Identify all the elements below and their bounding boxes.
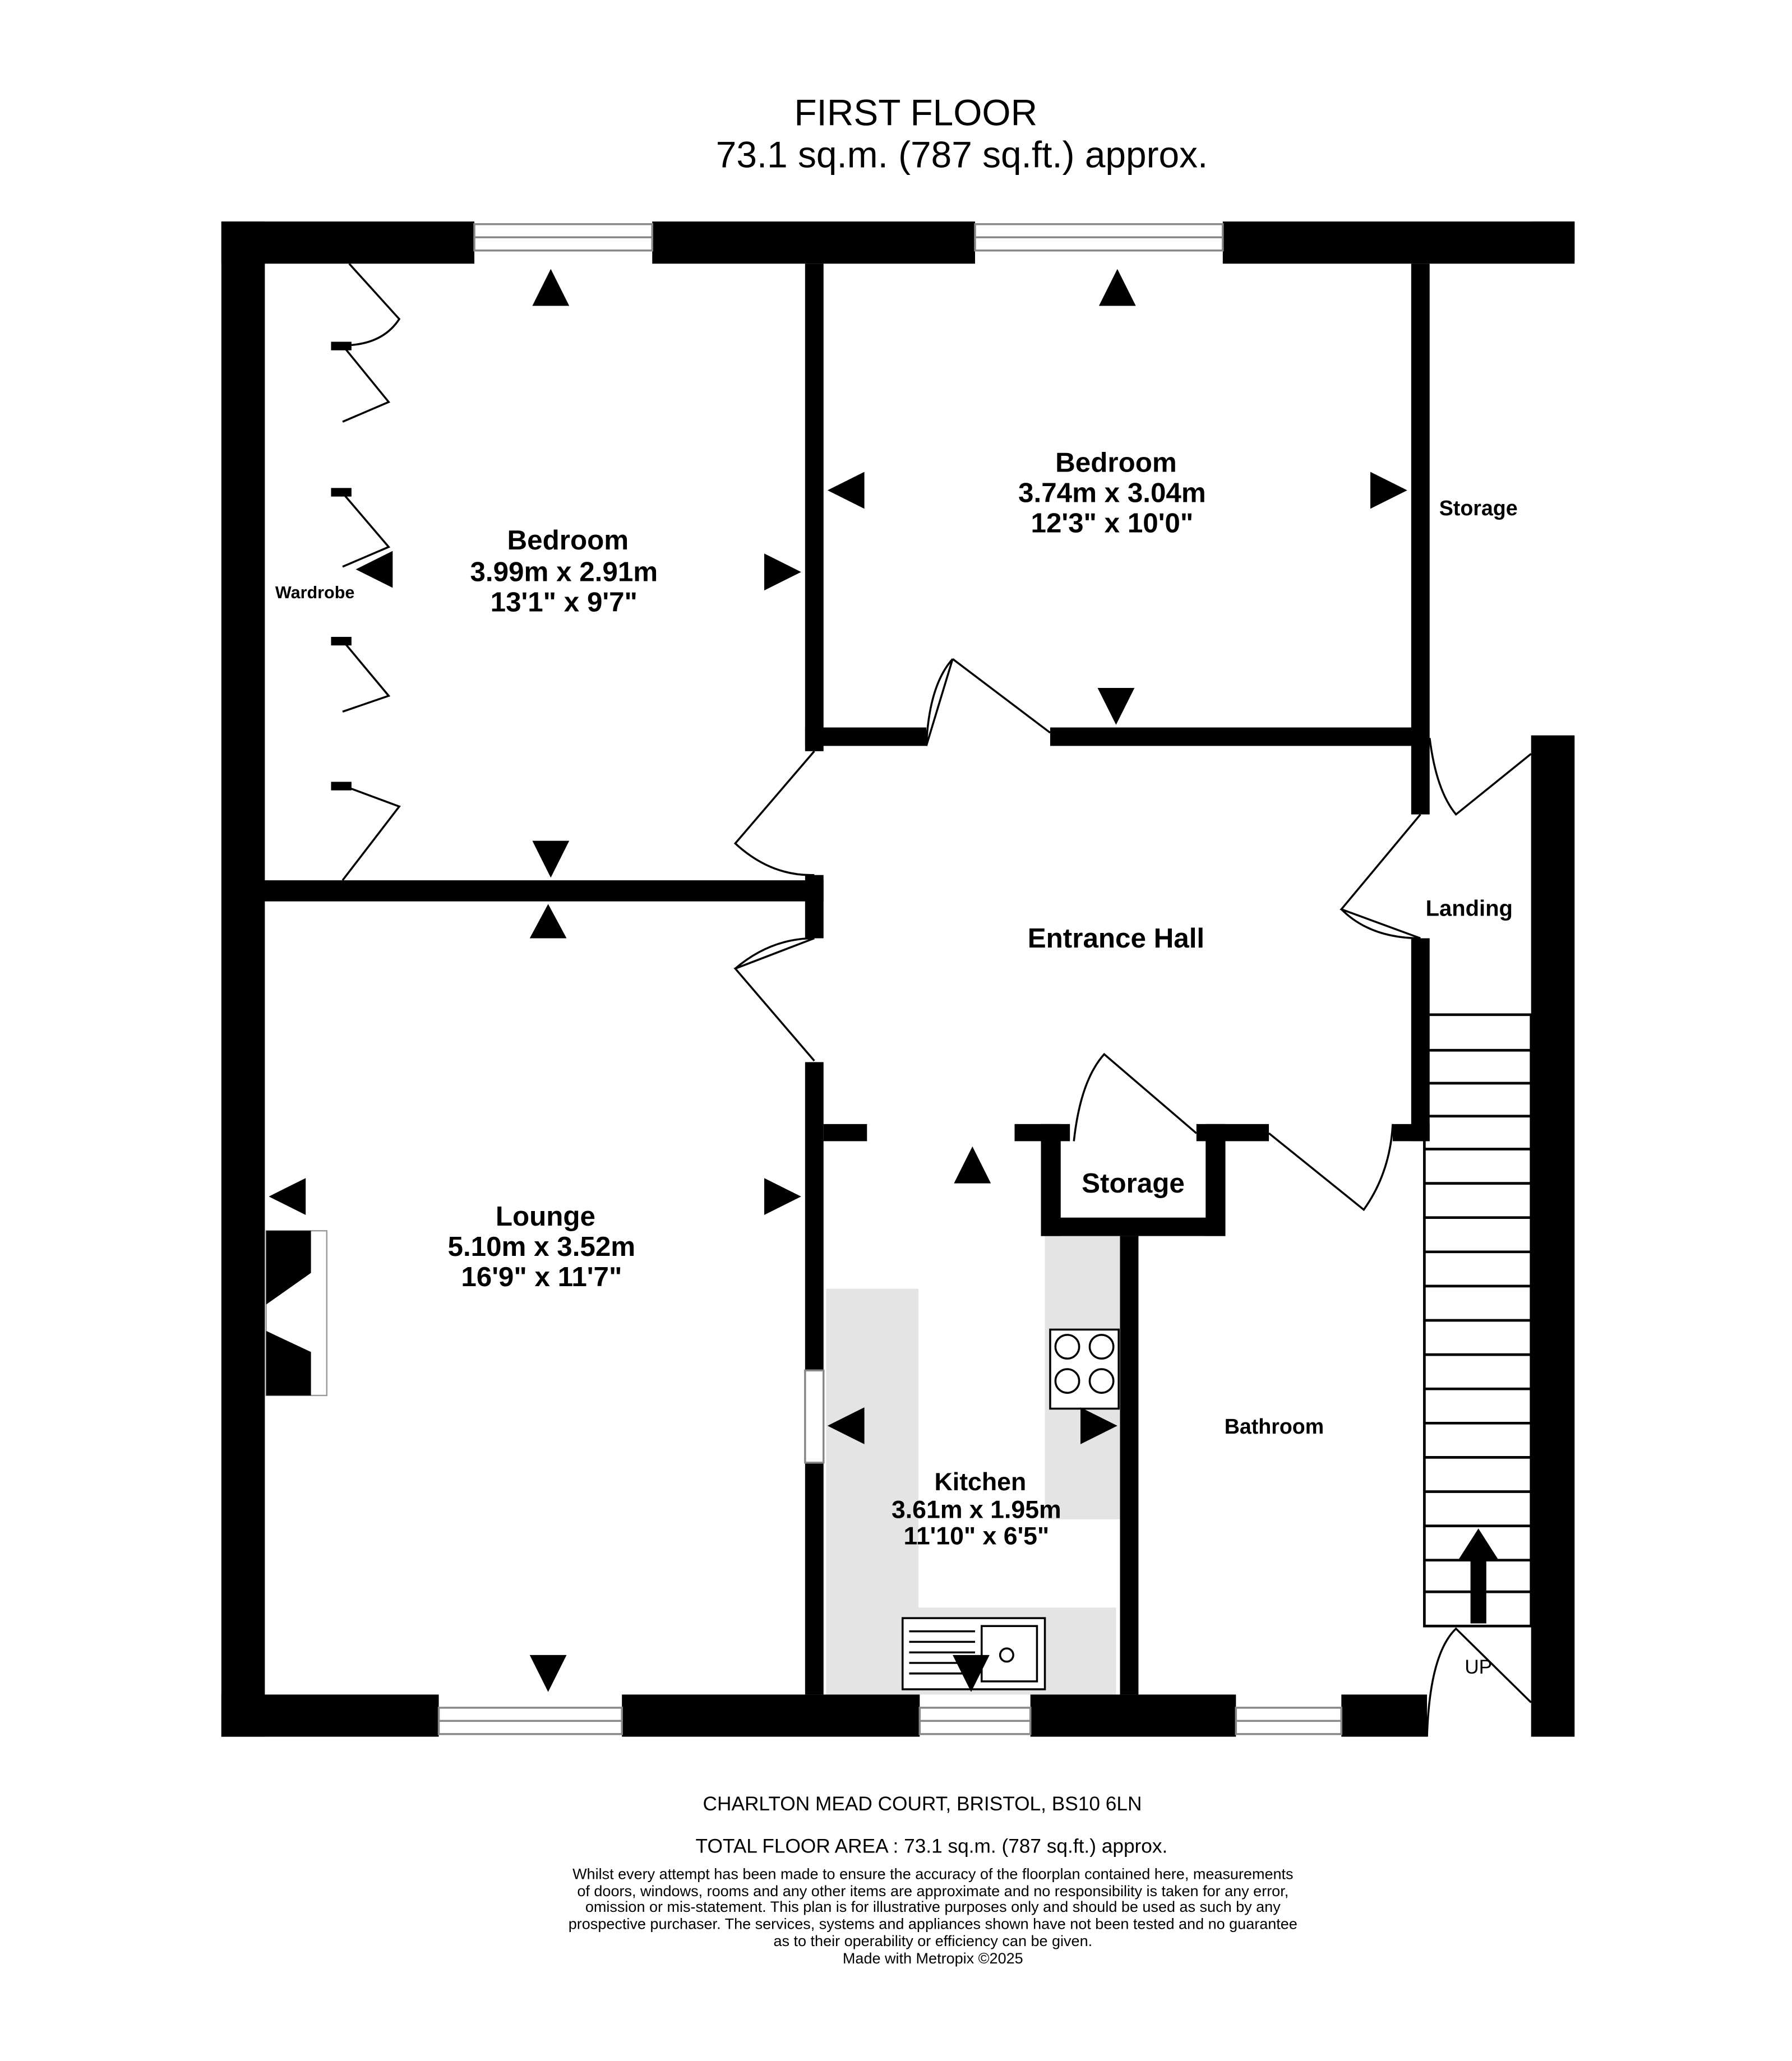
walls — [221, 221, 1575, 1737]
room-imperial: 13'1" x 9'7" — [491, 587, 638, 618]
room-metric: 3.61m x 1.95m — [892, 1496, 1061, 1524]
room-imperial: 12'3" x 10'0" — [1031, 508, 1194, 539]
room-kitchen: Kitchen 3.61m x 1.95m 11'10" x 6'5" — [892, 1468, 1061, 1550]
room-name: Bedroom — [1055, 447, 1177, 478]
label-storage-top: Storage — [1439, 496, 1518, 520]
footer-credit: Made with Metropix ©2025 — [843, 1950, 1023, 1967]
plan-area: 73.1 sq.m. (787 sq.ft.) approx. — [716, 134, 1208, 175]
footer-disclaimer: Whilst every attempt has been made to en… — [569, 1865, 1297, 1966]
windows — [437, 223, 1343, 1735]
room-name: Bedroom — [507, 525, 629, 556]
room-bedroom-2: Bedroom 3.74m x 3.04m 12'3" x 10'0" — [1018, 447, 1206, 539]
disclaimer-line: omission or mis-statement. This plan is … — [585, 1898, 1281, 1915]
fireplace — [265, 1230, 327, 1397]
disclaimer-line: Whilst every attempt has been made to en… — [572, 1865, 1293, 1882]
label-entrance-hall: Entrance Hall — [1028, 923, 1204, 954]
room-name: Kitchen — [935, 1468, 1027, 1496]
room-metric: 3.99m x 2.91m — [470, 557, 658, 588]
room-imperial: 16'9" x 11'7" — [461, 1261, 622, 1292]
room-metric: 3.74m x 3.04m — [1018, 478, 1206, 509]
disclaimer-line: as to their operability or efficiency ca… — [773, 1933, 1092, 1949]
disclaimer-line: of doors, windows, rooms and any other i… — [577, 1883, 1288, 1900]
dimension-arrows — [269, 269, 1407, 1692]
room-bedroom-1: Bedroom 3.99m x 2.91m 13'1" x 9'7" — [470, 525, 658, 617]
room-name: Lounge — [496, 1201, 595, 1232]
disclaimer-line: prospective purchaser. The services, sys… — [569, 1916, 1297, 1933]
label-landing: Landing — [1426, 897, 1513, 921]
stair-up-arrow-icon — [1457, 1528, 1500, 1624]
label-storage-hall: Storage — [1082, 1168, 1185, 1199]
label-up: UP — [1465, 1656, 1492, 1678]
hob-icon — [1049, 1328, 1120, 1410]
footer-address: CHARLTON MEAD COURT, BRISTOL, BS10 6LN — [703, 1793, 1142, 1815]
plan-title: FIRST FLOOR — [794, 92, 1037, 133]
room-lounge: Lounge 5.10m x 3.52m 16'9" x 11'7" — [448, 1201, 636, 1292]
wardrobe-doors — [331, 263, 401, 881]
room-imperial: 11'10" x 6'5" — [903, 1523, 1049, 1550]
footer-total-area: TOTAL FLOOR AREA : 73.1 sq.m. (787 sq.ft… — [696, 1835, 1168, 1857]
room-metric: 5.10m x 3.52m — [448, 1231, 636, 1262]
doors — [733, 658, 1532, 1737]
label-wardrobe: Wardrobe — [275, 583, 354, 602]
label-bathroom: Bathroom — [1225, 1415, 1324, 1438]
